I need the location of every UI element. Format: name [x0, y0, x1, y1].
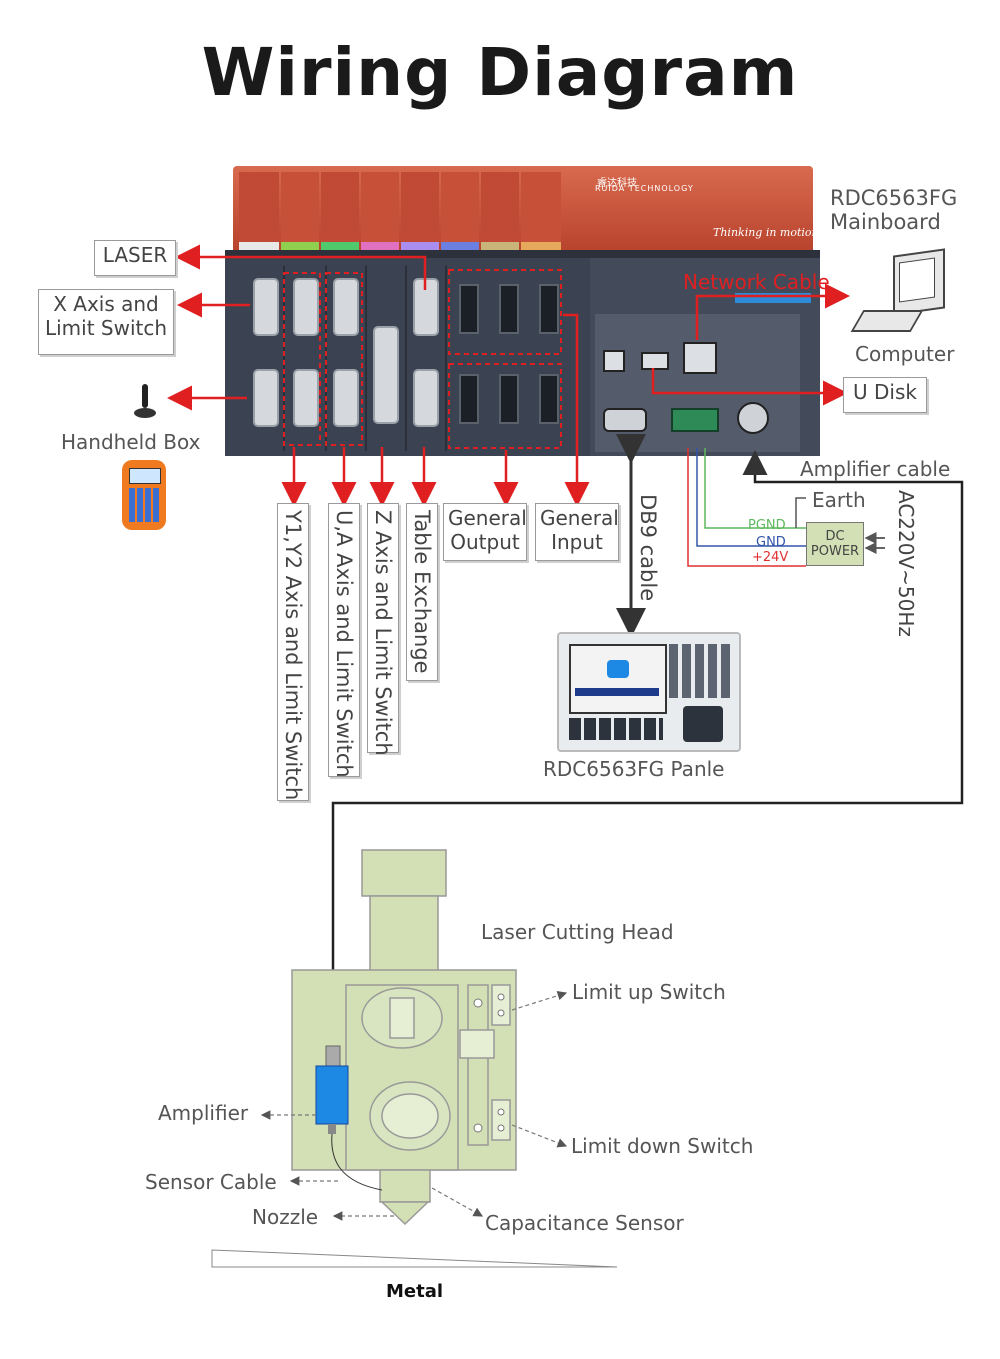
usb-b-port — [603, 350, 625, 372]
terminal-block — [459, 374, 479, 424]
metal-label: Metal — [386, 1281, 444, 1302]
db25-connector — [373, 326, 399, 424]
computer-icon — [850, 248, 945, 342]
mainboard: 睿达科技 RUIDA TECHNOLOGY Thinking in motion — [225, 166, 820, 458]
laser-label: LASER — [94, 240, 176, 276]
terminal-block — [539, 374, 559, 424]
mainboard-label: RDC6563FG Mainboard — [830, 186, 958, 234]
v24-label: +24V — [752, 550, 789, 565]
db9-cable-label: DB9 cable — [636, 494, 660, 602]
panel-function-keys — [569, 718, 663, 740]
handheld-box-label: Handheld Box — [61, 430, 201, 454]
limit-up-label: Limit up Switch — [572, 980, 726, 1004]
usb-a-port — [641, 352, 669, 370]
y-axis-label: Y1,Y2 Axis and Limit Switch — [277, 503, 309, 801]
brand-cn: 睿达科技 — [597, 178, 637, 189]
computer-label: Computer — [855, 342, 955, 366]
sensor-cable-label: Sensor Cable — [145, 1170, 277, 1194]
db-connector — [333, 369, 359, 427]
panel-screen — [569, 644, 667, 714]
db-connector — [253, 278, 279, 336]
limit-down-label: Limit down Switch — [571, 1134, 754, 1158]
control-panel — [557, 632, 741, 752]
ua-axis-label: U,A Axis and Limit Switch — [328, 503, 360, 778]
panel-arrow-keys — [683, 706, 723, 742]
brand-slogan: Thinking in motion — [713, 226, 819, 239]
led-strip — [239, 172, 569, 250]
rj45-port — [683, 342, 717, 374]
amplifier-label: Amplifier — [158, 1101, 249, 1125]
db-connector — [293, 369, 319, 427]
table-exchange-label: Table Exchange — [406, 503, 438, 681]
earth-label: Earth — [812, 488, 866, 512]
network-cable-label: Network Cable — [683, 270, 830, 294]
panel-keypad — [669, 644, 733, 698]
terminal-block — [539, 284, 559, 334]
db-connector — [413, 369, 439, 427]
page-title: Wiring Diagram — [201, 34, 799, 111]
panel-label: RDC6563FG Panle — [543, 757, 725, 781]
antenna-icon — [130, 382, 160, 422]
db-connector — [293, 278, 319, 336]
power-terminal — [671, 408, 719, 432]
ac-label: AC220V~50Hz — [894, 490, 918, 637]
general-output-label: General Output — [443, 503, 527, 561]
terminal-block — [499, 284, 519, 334]
amplifier-cable-label: Amplifier cable — [800, 457, 951, 481]
terminal-block — [459, 284, 479, 334]
general-input-label: General Input — [535, 503, 619, 561]
z-axis-label: Z Axis and Limit Switch — [367, 503, 399, 756]
nozzle-label: Nozzle — [252, 1205, 319, 1229]
db-connector — [253, 369, 279, 427]
capacitance-sensor-label: Capacitance Sensor — [485, 1211, 684, 1235]
cutting-head-title: Laser Cutting Head — [481, 920, 674, 944]
udisk-label: U Disk — [843, 377, 927, 413]
aviation-port — [737, 402, 769, 434]
gnd-label: GND — [756, 535, 786, 550]
pgnd-label: PGND — [748, 518, 786, 533]
brand-name: RUIDA TECHNOLOGY — [595, 184, 694, 193]
handheld-box-icon — [122, 460, 166, 530]
db-connector — [333, 278, 359, 336]
terminal-block — [499, 374, 519, 424]
db9-panel-port — [603, 408, 647, 432]
dc-power-box: DC POWER — [806, 522, 864, 566]
x-axis-label: X Axis and Limit Switch — [38, 289, 174, 355]
